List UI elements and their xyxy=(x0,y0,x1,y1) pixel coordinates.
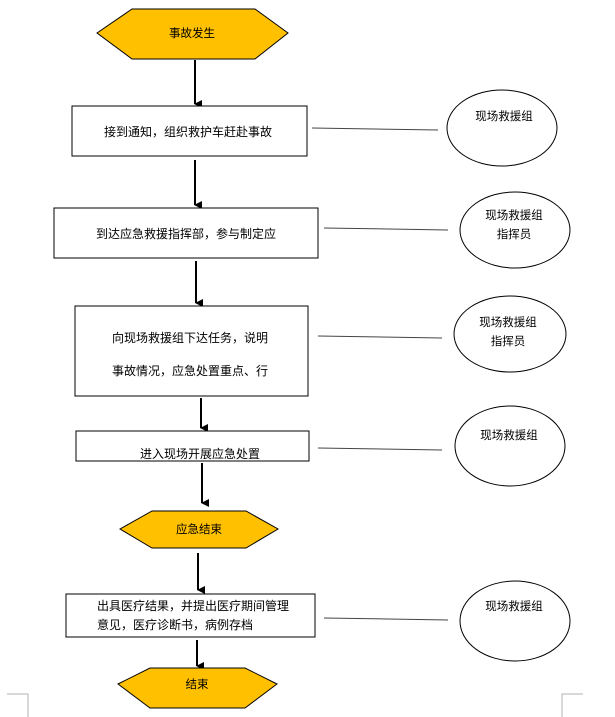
final-step-text-line1: 出具医疗结果，并提出医疗期间管理 xyxy=(97,598,289,613)
emergency-end-label: 应急结束 xyxy=(176,522,222,536)
end-terminal: 结束 xyxy=(117,667,278,709)
role-3-text-line1: 现场救援组 xyxy=(479,315,537,329)
step-1-box: 接到通知，组织救护车赶赴事故 xyxy=(71,105,308,157)
start-label: 事故发生 xyxy=(169,26,215,40)
connector-step4-role xyxy=(317,447,443,451)
connector-final-role xyxy=(323,617,449,621)
connector-step2-role xyxy=(323,227,449,231)
role-2-text-line2: 指挥员 xyxy=(497,227,532,241)
step-4-box: 进入现场开展应急处置 xyxy=(75,430,310,462)
step-2-box: 到达应急救援指挥部，参与制定应 xyxy=(53,207,319,259)
role-3-text-line2: 指挥员 xyxy=(491,334,526,348)
role-2-text-line1: 现场救援组 xyxy=(485,208,543,222)
role-4-ellipse: 现场救援组 xyxy=(454,405,566,487)
final-step-text-line2: 意见，医疗诊断书，病例存档 xyxy=(97,617,253,632)
role-1-ellipse: 现场救援组 xyxy=(446,89,558,167)
start-terminal: 事故发生 xyxy=(96,8,289,60)
emergency-end-terminal: 应急结束 xyxy=(119,510,279,549)
page-corner-mark-right xyxy=(561,693,583,717)
step-3-text-line2: 事故情况，应急处置重点、行 xyxy=(112,363,268,378)
step-3-text-line1: 向现场救援组下达任务，说明 xyxy=(112,330,268,345)
page-corner-mark-left xyxy=(7,693,29,717)
connector-step1-role xyxy=(311,127,439,131)
role-4-text: 现场救援组 xyxy=(480,428,538,442)
connector-step3-role xyxy=(317,335,443,339)
step-4-text: 进入现场开展应急处置 xyxy=(140,446,260,461)
role-5-text: 现场救援组 xyxy=(485,599,543,613)
final-step-box: 出具医疗结果，并提出医疗期间管理 意见，医疗诊断书，病例存档 xyxy=(65,593,316,638)
step-1-text: 接到通知，组织救护车赶赴事故 xyxy=(104,124,272,139)
end-label: 结束 xyxy=(186,677,209,691)
step-2-text: 到达应急救援指挥部，参与制定应 xyxy=(96,226,276,241)
role-1-text: 现场救援组 xyxy=(475,109,533,123)
role-2-ellipse: 现场救援组 指挥员 xyxy=(459,191,571,269)
role-5-ellipse: 现场救援组 xyxy=(459,580,571,662)
step-3-box: 向现场救援组下达任务，说明 事故情况，应急处置重点、行 xyxy=(74,305,309,397)
role-3-ellipse: 现场救援组 指挥员 xyxy=(453,295,567,373)
